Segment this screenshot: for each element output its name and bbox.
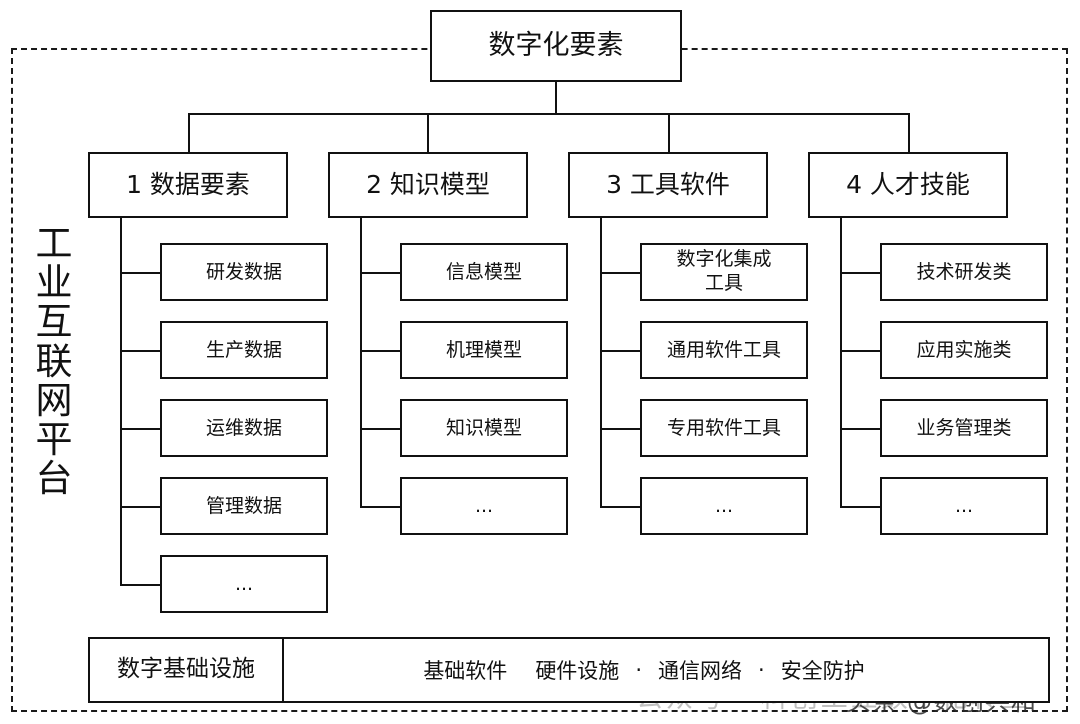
leaf-node-col2-3: 知识模型 — [400, 399, 568, 457]
leaf-node-col3-4: ... — [640, 477, 808, 535]
platform-label-char: 业 — [35, 261, 73, 305]
stub-connector-col2-3 — [360, 428, 400, 430]
stub-connector-col1-5 — [120, 584, 160, 586]
stub-connector-col1-2 — [120, 350, 160, 352]
leaf-node-col2-4: ... — [400, 477, 568, 535]
stub-connector-col3-3 — [600, 428, 640, 430]
category-drop-connector-4 — [908, 113, 910, 153]
stub-connector-col4-1 — [840, 272, 880, 274]
stub-connector-col3-4 — [600, 506, 640, 508]
spine-connector-col1 — [120, 218, 122, 586]
infrastructure-separator: · — [635, 658, 642, 682]
platform-label-char: 互 — [35, 300, 73, 344]
infrastructure-item-2: 通信网络 — [658, 659, 742, 683]
category-node-data-elements: 1 数据要素 — [88, 152, 288, 218]
infrastructure-item-0: 基础软件 — [423, 659, 508, 683]
platform-label: 工 业 互 联 网 平 台 — [26, 224, 82, 499]
stub-connector-col3-1 — [600, 272, 640, 274]
category-node-talent-skills: 4 人才技能 — [808, 152, 1008, 218]
leaf-node-col4-3: 业务管理类 — [880, 399, 1048, 457]
leaf-node-col3-1: 数字化集成工具 — [640, 243, 808, 301]
infrastructure-item-1: 硬件设施 — [535, 659, 620, 683]
infrastructure-item-3: 安全防护 — [780, 659, 865, 683]
platform-label-char: 工 — [35, 222, 73, 265]
category-drop-connector-2 — [427, 113, 429, 153]
platform-label-char: 台 — [35, 457, 73, 501]
leaf-node-col2-2: 机理模型 — [400, 321, 568, 379]
stub-connector-col2-1 — [360, 272, 400, 274]
leaf-node-col1-4: 管理数据 — [160, 477, 328, 535]
root-stem-connector — [555, 82, 557, 114]
leaf-node-col3-3: 专用软件工具 — [640, 399, 808, 457]
platform-label-char: 联 — [35, 339, 73, 383]
stub-connector-col4-3 — [840, 428, 880, 430]
leaf-node-col4-4: ... — [880, 477, 1048, 535]
stub-connector-col4-4 — [840, 506, 880, 508]
spine-connector-col3 — [600, 218, 602, 508]
infrastructure-label: 数字基础设施 — [88, 637, 284, 703]
category-drop-connector-3 — [668, 113, 670, 153]
category-bus-connector — [188, 113, 909, 115]
leaf-node-col1-1: 研发数据 — [160, 243, 328, 301]
leaf-node-col4-2: 应用实施类 — [880, 321, 1048, 379]
leaf-node-col2-1: 信息模型 — [400, 243, 568, 301]
infrastructure-items: 基础软件 硬件设施 · 通信网络 · 安全防护 — [259, 655, 878, 685]
stub-connector-col1-1 — [120, 272, 160, 274]
stub-connector-col2-4 — [360, 506, 400, 508]
stub-connector-col4-2 — [840, 350, 880, 352]
leaf-node-col3-2: 通用软件工具 — [640, 321, 808, 379]
leaf-node-col4-1: 技术研发类 — [880, 243, 1048, 301]
spine-connector-col4 — [840, 218, 842, 508]
stub-connector-col1-4 — [120, 506, 160, 508]
infrastructure-separator: · — [758, 658, 765, 682]
leaf-node-col1-2: 生产数据 — [160, 321, 328, 379]
stub-connector-col2-2 — [360, 350, 400, 352]
root-node: 数字化要素 — [430, 10, 682, 82]
stub-connector-col3-2 — [600, 350, 640, 352]
category-node-tool-software: 3 工具软件 — [568, 152, 768, 218]
leaf-node-col1-5: ... — [160, 555, 328, 613]
category-node-knowledge-models: 2 知识模型 — [328, 152, 528, 218]
category-drop-connector-1 — [188, 113, 190, 153]
platform-label-char: 网 — [35, 378, 73, 422]
leaf-node-col1-3: 运维数据 — [160, 399, 328, 457]
spine-connector-col2 — [360, 218, 362, 508]
platform-label-char: 平 — [35, 418, 73, 462]
stub-connector-col1-3 — [120, 428, 160, 430]
